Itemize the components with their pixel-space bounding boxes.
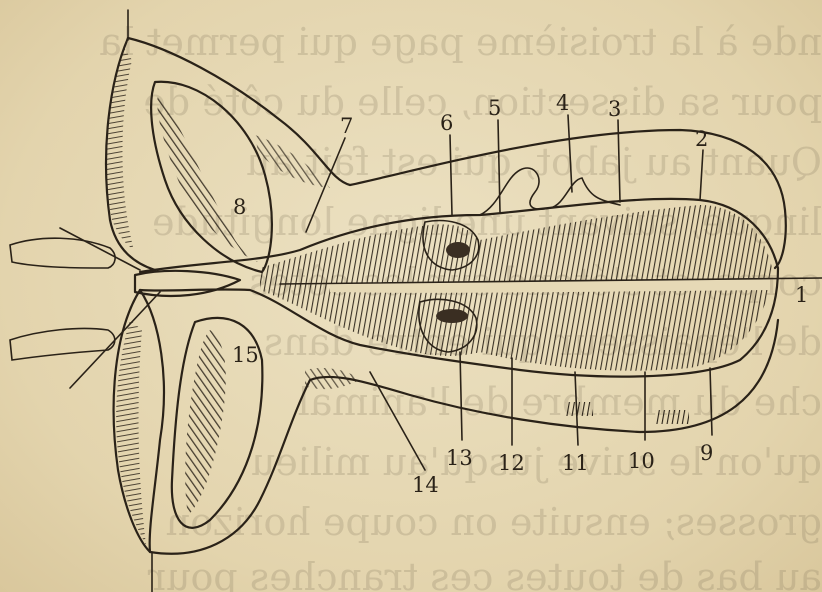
leader-9 (710, 368, 712, 435)
label-12: 12 (498, 451, 525, 475)
upper-lobe-shading (157, 95, 258, 262)
left-lower-limb-shade (116, 320, 146, 545)
leader-13 (460, 352, 462, 440)
lower-lobe-shading (185, 330, 226, 515)
label-8: 8 (233, 195, 246, 219)
label-2: 2 (695, 127, 708, 151)
upper-left-appendage (10, 238, 115, 268)
lower-small-patch-2 (655, 410, 689, 424)
label-9: 9 (700, 441, 713, 465)
label-3: 3 (608, 97, 621, 121)
label-11: 11 (562, 451, 589, 475)
upper-dark-spot (446, 242, 470, 258)
lower-small-patch (565, 402, 593, 416)
label-5: 5 (488, 96, 501, 120)
leader-14 (370, 372, 425, 470)
label-7: 7 (340, 114, 353, 138)
leader-6 (450, 135, 452, 215)
lower-left-appendage (10, 328, 115, 360)
label-10: 10 (628, 449, 655, 473)
label-6: 6 (440, 111, 453, 135)
leader-2 (700, 150, 703, 200)
label-13: 13 (446, 446, 473, 470)
label-1: 1 (795, 283, 808, 307)
lower-shade-patch (305, 368, 360, 389)
left-stem (135, 271, 240, 296)
lower-dark-spot (436, 309, 468, 323)
label-14: 14 (412, 473, 439, 497)
label-15: 15 (232, 343, 259, 367)
label-4: 4 (556, 91, 569, 115)
leader-7 (306, 138, 345, 232)
leader-4 (568, 115, 572, 192)
convoluted-tube (480, 168, 620, 215)
